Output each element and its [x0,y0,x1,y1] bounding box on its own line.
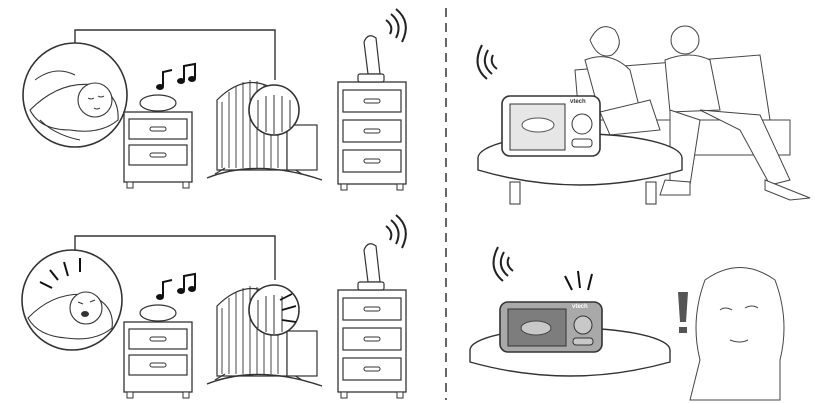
panel-parents-sofa: vtech [478,26,810,204]
panel-alerted-parent: vtech [470,247,784,400]
tall-dresser [338,82,406,190]
wifi-signal-icon [386,215,406,248]
nightstand [124,322,192,398]
panel-crying-baby [22,215,406,398]
exclamation-icon [678,292,688,333]
parent-monitor-calm: vtech [502,96,600,156]
parent-unit [358,36,384,82]
svg-text:vtech: vtech [572,304,588,310]
crying-baby-closeup [22,250,122,350]
tall-dresser [338,290,406,398]
alert-lines [565,271,592,290]
sleeping-baby-closeup [23,43,127,147]
alert-parent-face [690,268,784,401]
music-note-icon [156,64,196,90]
brand-logo: vtech [570,99,586,105]
parent-unit [358,244,384,290]
wifi-signal-icon [386,9,406,42]
baby-unit-camera [140,305,176,321]
wifi-signal-icon [494,247,513,281]
nightstand [124,112,192,188]
panel-sleeping-baby [23,9,406,190]
baby-unit-camera [140,95,176,111]
wifi-signal-icon [478,45,497,79]
parent-monitor-alert: vtech [500,302,602,352]
music-note-icon [156,274,196,300]
